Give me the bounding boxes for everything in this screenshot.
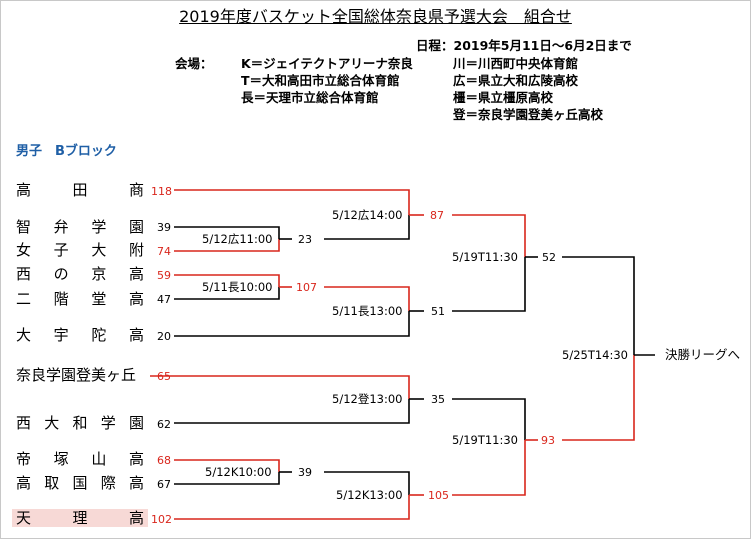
- bracket-line: [174, 472, 280, 485]
- team-score: 67: [157, 478, 171, 491]
- bracket-line: [174, 226, 280, 239]
- bracket-line: [174, 287, 280, 300]
- match-date: 5/12K13:00: [336, 488, 403, 502]
- bracket-line: [150, 375, 410, 399]
- match-score: 87: [430, 209, 444, 222]
- bracket-line: [452, 440, 526, 496]
- bracket-line: [452, 398, 526, 440]
- bracket-line: [562, 256, 635, 355]
- team-name: 高田商: [16, 181, 144, 199]
- bracket-line: [452, 214, 526, 257]
- match-date: 5/11長13:00: [332, 304, 403, 318]
- team-score: 62: [157, 418, 171, 431]
- bracket-line: [174, 239, 280, 252]
- team-name-highlighted: 天理高: [12, 509, 148, 527]
- bracket-line: [174, 311, 410, 337]
- team-score: 20: [157, 330, 171, 343]
- match-score: 51: [431, 305, 445, 318]
- match-date: 5/12登13:00: [332, 392, 403, 406]
- venue-to: 登＝奈良学園登美ヶ丘高校: [453, 107, 604, 122]
- team-name: 高取国際高: [16, 474, 144, 492]
- match-date: 5/19T11:30: [452, 250, 518, 264]
- bracket-line: [324, 286, 410, 311]
- team-score: 118: [151, 185, 172, 198]
- bracket-line: [174, 459, 280, 472]
- match-score: 35: [431, 393, 445, 406]
- venue-kashi: 橿＝県立橿原高校: [453, 90, 554, 105]
- team-name: 女子大附: [16, 241, 144, 259]
- match-score: 105: [428, 489, 449, 502]
- venue-t: T＝大和高田市立総合体育館: [241, 73, 400, 88]
- venue-k: K＝ジェイテクトアリーナ奈良: [241, 56, 413, 71]
- block-title: 男子 Bブロック: [16, 144, 117, 159]
- team-score: 74: [157, 245, 171, 258]
- team-name: 智弁学園: [16, 218, 144, 236]
- match-score: 93: [541, 434, 555, 447]
- match-score: 52: [542, 251, 556, 264]
- match-score: 39: [298, 466, 312, 479]
- page-title: 2019年度バスケット全国総体奈良県予選大会 組合せ: [179, 7, 572, 26]
- match-score: 107: [296, 281, 317, 294]
- team-score: 59: [157, 269, 171, 282]
- venue-hiro: 広＝県立大和広陵高校: [453, 73, 579, 88]
- venue-naga: 長＝天理市立総合体育館: [241, 90, 379, 105]
- venue-kawa: 川＝川西町中央体育館: [453, 56, 579, 71]
- match-date: 5/19T11:30: [452, 433, 518, 447]
- bracket-line: [562, 355, 635, 441]
- bracket-line: [324, 471, 410, 495]
- match-date: 5/12広11:00: [202, 232, 273, 246]
- bracket-line: [324, 215, 410, 240]
- bracket-line: [174, 189, 410, 215]
- team-score: 47: [157, 293, 171, 306]
- team-name: 二階堂高: [16, 290, 144, 308]
- team-name: 奈良学園登美ヶ丘: [16, 366, 137, 384]
- bracket-line: [174, 274, 280, 287]
- team-name: 西大和学園: [16, 414, 144, 432]
- final-league-label: 決勝リーグへ: [665, 347, 741, 362]
- bracket-line: [174, 495, 410, 520]
- team-name: 大宇陀高: [16, 326, 144, 344]
- schedule-text: 日程：2019年5月11日〜6月2日まで: [416, 38, 632, 53]
- venue-label: 会場：: [175, 56, 213, 71]
- bracket-line: [452, 257, 526, 312]
- team-name: 西の京高: [16, 265, 144, 283]
- match-score: 23: [298, 233, 312, 246]
- final-date: 5/25T14:30: [562, 348, 628, 362]
- bracket-line: [174, 399, 410, 424]
- match-date: 5/12K10:00: [205, 465, 272, 479]
- team-score: 39: [157, 221, 171, 234]
- team-score: 68: [157, 454, 171, 467]
- match-date: 5/12広14:00: [332, 208, 403, 222]
- team-score: 102: [151, 513, 172, 526]
- team-name: 帝塚山高: [16, 450, 144, 468]
- match-date: 5/11長10:00: [202, 280, 273, 294]
